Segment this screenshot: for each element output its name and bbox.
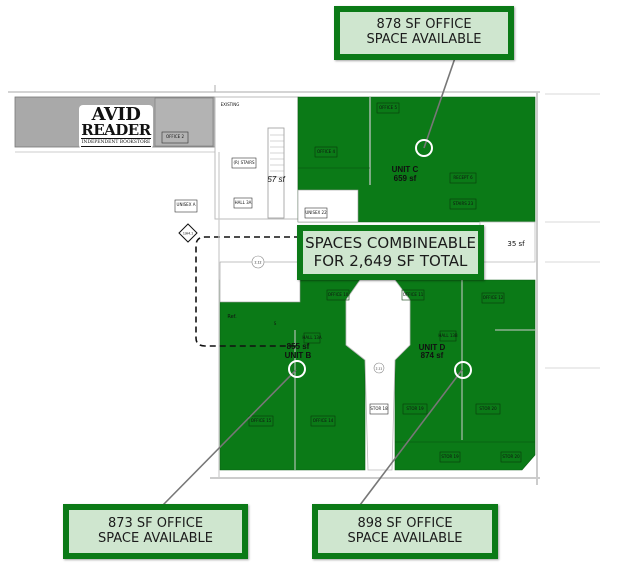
office-10-label: OFFICE 10 (328, 292, 349, 297)
office-5-tag (376, 102, 400, 114)
stairs-r-label: (R) STAIRS (233, 160, 255, 165)
stairs-23-label: STAIRS 23 (453, 201, 474, 206)
stairs-r-tag (231, 157, 257, 169)
stair-run (267, 127, 285, 219)
leader-unit-b (162, 369, 297, 506)
door-212-label: 2.12 (254, 261, 261, 265)
section-marker-label: 1/A4.1 (183, 232, 193, 236)
unit-c-marker-icon (415, 139, 433, 157)
office-16-tag (310, 415, 336, 427)
leader-unit-c (423, 57, 456, 149)
stairs-23-tag (449, 198, 477, 210)
section-marker-icon (178, 223, 198, 243)
hall-13a-label: HALL 13A (302, 335, 322, 340)
stor-18-label: STOR 18 (370, 406, 388, 411)
callout-combined-line1: SPACES COMBINEABLE (305, 234, 476, 253)
office-12-tag (481, 292, 505, 304)
office-14-tag (475, 403, 501, 415)
unit-b-name: UNIT B (285, 351, 312, 360)
office-5-label: OFFICE 5 (379, 105, 398, 110)
dashed-boundary (195, 236, 300, 347)
unisex-a-room (219, 261, 301, 303)
office-10-tag (326, 289, 350, 301)
existing-label: EXISTING (221, 102, 240, 107)
callout-unit-d-line2: SPACE AVAILABLE (347, 530, 463, 546)
door-211-marker (373, 362, 385, 374)
office-15-label: STOR 19 (406, 406, 424, 411)
callout-combined-line2: FOR 2,649 SF TOTAL (313, 251, 468, 270)
callout-unit-c-line2: SPACE AVAILABLE (366, 32, 482, 47)
hall-13b-label: HALL 13B (438, 333, 458, 338)
unisex-22-label: UNISEX 22 (305, 210, 327, 215)
stor-18-tag (369, 403, 389, 415)
leader-unit-d (359, 369, 463, 506)
unit-d-marker-icon (454, 361, 472, 379)
office-11-label: OFFICE 11 (403, 292, 424, 297)
office-2-tag (161, 131, 189, 144)
office-17-tag (248, 415, 274, 427)
callout-unit-b-line1: 873 SF OFFICE (107, 515, 204, 531)
central-corridor (345, 279, 411, 471)
office-16-label: OFFICE 14 (313, 418, 334, 423)
corridor-area-label: 35 sf (507, 240, 525, 248)
unit-d-area-label: 874 sf (421, 351, 444, 360)
unit-c-area-label: 659 sf (394, 174, 417, 183)
logo-line-2: READER (81, 121, 151, 139)
hall-3a-label: HALL 3A (235, 200, 252, 205)
stairs-area-label: 57 sf (267, 175, 285, 184)
s-label: S (274, 321, 277, 326)
office-4-label: OFFICE 4 (317, 149, 336, 154)
unisex-a-tag (174, 199, 198, 213)
unit-d-name: UNIT D (419, 343, 446, 352)
neighbor-office-2 (154, 97, 214, 147)
avid-reader-logo: AVID READER INDEPENDENT BOOKSTORE (79, 105, 153, 149)
office-14-label: STOR 20 (479, 406, 497, 411)
office-4-tag (314, 146, 338, 158)
stor-19-tag (439, 451, 461, 463)
callout-unit-b: 873 SF OFFICE SPACE AVAILABLE (63, 504, 248, 559)
hall-13b-tag (439, 330, 457, 342)
callout-unit-c: 878 SF OFFICE SPACE AVAILABLE (334, 6, 514, 60)
stair-hall (214, 96, 299, 220)
unit-b-marker-icon (288, 360, 306, 378)
office-11-tag (401, 289, 425, 301)
hall-13a-tag (303, 332, 321, 344)
callout-unit-d: 898 SF OFFICE SPACE AVAILABLE (312, 504, 498, 559)
door-212-marker (251, 255, 265, 269)
recept-6-label: RECEPT 6 (453, 175, 473, 180)
unit-c-name: UNIT C (392, 165, 419, 174)
unisex-22-tag (304, 207, 328, 219)
office-12-label: OFFICE 12 (483, 295, 504, 300)
logo-line-3: INDEPENDENT BOOKSTORE (81, 138, 151, 147)
stair-treads (270, 134, 284, 178)
callout-unit-b-line2: SPACE AVAILABLE (97, 530, 213, 546)
ref-label: Ref. (227, 314, 237, 320)
unit-d-area (394, 279, 536, 471)
unit-b-area-label: 855 sf (287, 342, 310, 351)
stor-20-tag (500, 451, 522, 463)
office-15-tag (402, 403, 428, 415)
office-2-label: OFFICE 2 (166, 134, 185, 139)
unisex-a-label: UNISEX A (177, 202, 196, 207)
hall-3a-tag (233, 197, 253, 209)
door-211-label: 2.11 (376, 367, 383, 371)
callout-unit-d-line1: 898 SF OFFICE (357, 515, 453, 531)
stor-20-label: STOR 20 (502, 454, 520, 459)
office-17-label: OFFICE 15 (251, 418, 272, 423)
logo-line-1: AVID (91, 104, 141, 125)
callout-unit-c-line1: 878 SF OFFICE (376, 17, 472, 33)
callout-combined: SPACES COMBINEABLE FOR 2,649 SF TOTAL (297, 225, 484, 280)
stor-19-label: STOR 19 (441, 454, 459, 459)
recept-6-tag (449, 172, 477, 184)
